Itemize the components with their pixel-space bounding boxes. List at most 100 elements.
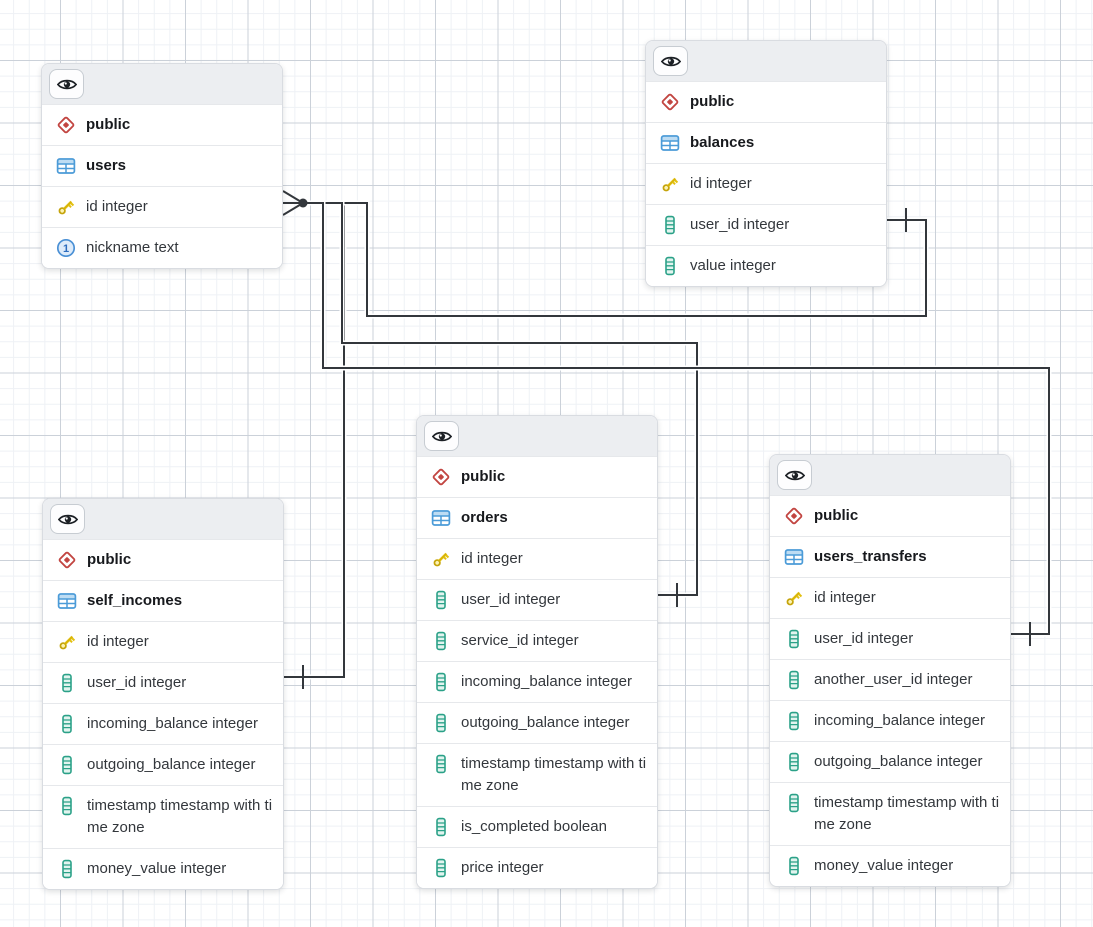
column-row: another_user_id integer	[770, 659, 1010, 700]
eye-icon	[660, 54, 681, 69]
column-row-label: value integer	[690, 257, 776, 274]
key-icon	[784, 588, 804, 608]
column-icon	[784, 793, 804, 813]
eye-icon	[431, 429, 452, 444]
column-row: service_id integer	[417, 620, 657, 661]
relation-self_incomes-user_id-to-users-id	[284, 200, 347, 680]
column-row-label: id integer	[461, 550, 523, 567]
column-row-label: id integer	[87, 633, 149, 650]
schema-row: public	[42, 104, 282, 145]
column-row: money_value integer	[770, 845, 1010, 886]
schema-row: public	[770, 495, 1010, 536]
schema-icon	[57, 550, 77, 570]
table-name-row: balances	[646, 122, 886, 163]
column-row-label: timestamp timestamp with time zone	[87, 797, 273, 836]
column-row: id integer	[770, 577, 1010, 618]
schema-icon	[431, 467, 451, 487]
column-row-label: money_value integer	[814, 857, 954, 874]
unique-one-icon: 1	[56, 238, 76, 258]
column-icon	[57, 796, 77, 816]
column-row: value integer	[646, 245, 886, 286]
eye-icon	[784, 468, 805, 483]
column-row: money_value integer	[43, 848, 283, 889]
key-icon	[56, 197, 76, 217]
schema-row: public	[646, 81, 886, 122]
column-row: 1 nickname text	[42, 227, 282, 268]
column-row: user_id integer	[646, 204, 886, 245]
column-row: timestamp timestamp with time zone	[417, 743, 657, 806]
visibility-toggle-button[interactable]	[50, 504, 85, 534]
key-icon	[660, 174, 680, 194]
table-name-row: self_incomes	[43, 580, 283, 621]
crow-foot-junction-dot	[298, 198, 308, 208]
table-node-header	[770, 455, 1010, 495]
column-row-label: timestamp timestamp with time zone	[461, 755, 647, 794]
schema-icon	[56, 115, 76, 135]
column-row: outgoing_balance integer	[43, 744, 283, 785]
schema-row: public	[43, 539, 283, 580]
column-icon	[784, 752, 804, 772]
column-row-label: outgoing_balance integer	[814, 753, 983, 770]
table-node-orders[interactable]: public orders id integer user_id integer ser…	[416, 415, 658, 889]
column-row-label: incoming_balance integer	[461, 673, 632, 690]
column-row-label: price integer	[461, 859, 544, 876]
column-row-label: nickname text	[86, 239, 179, 256]
visibility-toggle-button[interactable]	[653, 46, 688, 76]
crow-foot-prong-2	[282, 202, 304, 216]
column-row-label: id integer	[814, 589, 876, 606]
column-row: outgoing_balance integer	[417, 702, 657, 743]
column-row: incoming_balance integer	[770, 700, 1010, 741]
table-name-row: users	[42, 145, 282, 186]
table-name-row-label: users	[86, 157, 127, 174]
column-icon	[57, 755, 77, 775]
visibility-toggle-button[interactable]	[424, 421, 459, 451]
column-row: timestamp timestamp with time zone	[770, 782, 1010, 845]
column-icon	[784, 711, 804, 731]
table-node-header	[646, 41, 886, 81]
table-name-row-label: users_transfers	[814, 548, 927, 565]
visibility-toggle-button[interactable]	[777, 460, 812, 490]
column-row-label: service_id integer	[461, 632, 579, 649]
column-row: id integer	[43, 621, 283, 662]
column-icon	[431, 590, 451, 610]
schema-row-label: public	[461, 468, 506, 485]
table-name-row-label: orders	[461, 509, 508, 526]
column-icon	[57, 714, 77, 734]
column-row-label: outgoing_balance integer	[87, 756, 256, 773]
table-icon	[784, 547, 804, 567]
schema-row-label: public	[86, 116, 131, 133]
eye-icon	[56, 77, 77, 92]
column-row: id integer	[42, 186, 282, 227]
column-row-label: user_id integer	[461, 591, 561, 608]
visibility-toggle-button[interactable]	[49, 69, 84, 99]
column-icon	[57, 859, 77, 879]
column-row-label: timestamp timestamp with time zone	[814, 794, 1000, 833]
schema-icon	[660, 92, 680, 112]
column-row-label: incoming_balance integer	[814, 712, 985, 729]
column-row-label: user_id integer	[87, 674, 187, 691]
schema-row-label: public	[690, 93, 735, 110]
column-icon	[784, 629, 804, 649]
column-icon	[431, 672, 451, 692]
column-row-label: money_value integer	[87, 860, 227, 877]
table-icon	[56, 156, 76, 176]
eye-icon	[57, 512, 78, 527]
column-row: user_id integer	[43, 662, 283, 703]
table-node-header	[42, 64, 282, 104]
table-node-header	[43, 499, 283, 539]
column-row-label: id integer	[86, 198, 148, 215]
table-icon	[57, 591, 77, 611]
column-icon	[784, 856, 804, 876]
column-row: is_completed boolean	[417, 806, 657, 847]
schema-row-label: public	[814, 507, 859, 524]
table-node-users[interactable]: public users id integer 1 nickname text	[41, 63, 283, 269]
column-row: incoming_balance integer	[43, 703, 283, 744]
relation-self_incomes-user_id-to-users-id	[284, 202, 345, 678]
column-icon	[431, 858, 451, 878]
table-node-header	[417, 416, 657, 456]
column-row: timestamp timestamp with time zone	[43, 785, 283, 848]
